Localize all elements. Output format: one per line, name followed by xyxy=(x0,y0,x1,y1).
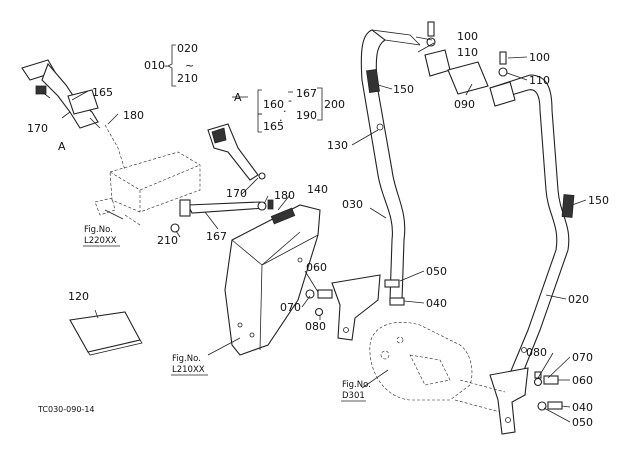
callout-050-left: 050 xyxy=(426,265,447,278)
leader-lines xyxy=(41,36,587,423)
callout-100-left: 100 xyxy=(457,30,478,43)
washer-110-right xyxy=(498,67,508,77)
svg-text:Fig.No.: Fig.No. xyxy=(172,354,201,364)
callout-160: 160 xyxy=(263,98,284,111)
callout-010: 010 xyxy=(144,59,165,72)
callout-180-buckle: 180 xyxy=(274,189,295,202)
svg-text:-: - xyxy=(164,59,168,72)
bolt-100-right xyxy=(499,51,507,65)
strap-167 xyxy=(187,201,267,214)
callout-labels: 010 - 020 210 ~ A 160 165 167 190 200 · … xyxy=(27,30,609,429)
fig-ref-code: D301 xyxy=(342,391,365,401)
callout-090: 090 xyxy=(454,98,475,111)
callout-080-left: 080 xyxy=(305,320,326,333)
callout-030: 030 xyxy=(342,198,363,211)
callout-190: 190 xyxy=(296,109,317,122)
callout-165-group: 165 xyxy=(263,120,284,133)
bolt-060-right xyxy=(543,375,559,385)
callout-167: 167 xyxy=(206,230,227,243)
callout-130: 130 xyxy=(327,139,348,152)
callout-200: 200 xyxy=(324,98,345,111)
callout-210: 210 xyxy=(157,234,178,247)
operators-manual xyxy=(69,311,143,356)
group-brackets xyxy=(167,44,323,133)
callout-070-right: 070 xyxy=(572,351,593,364)
callout-140: 140 xyxy=(307,183,328,196)
bolt-060-left xyxy=(317,289,333,299)
fig-ref-L220XX: Fig.No. L220XX xyxy=(83,225,120,247)
svg-text:Fig.No.: Fig.No. xyxy=(342,380,371,390)
svg-text:·: · xyxy=(283,105,287,118)
fig-ref-D301: Fig.No. D301 xyxy=(341,380,371,402)
callout-110-right: 110 xyxy=(529,74,550,87)
seat-belt-buckle xyxy=(170,123,274,233)
washer-080-left xyxy=(314,307,324,317)
callout-020: 020 xyxy=(177,42,198,55)
callout-210: 210 xyxy=(177,72,198,85)
callout-020-frame: 020 xyxy=(568,293,589,306)
bolt-040-left xyxy=(389,297,405,306)
transmission-housing xyxy=(369,322,506,413)
callout-180-top: 180 xyxy=(123,109,144,122)
svg-text:·: · xyxy=(279,114,283,127)
callout-tilde: ~ xyxy=(185,59,194,72)
seat-belt-retractor xyxy=(21,59,101,129)
right-mount-bracket xyxy=(489,367,563,435)
rops-left-post xyxy=(360,29,421,301)
fender-housing xyxy=(224,204,321,356)
washer-080-right xyxy=(533,377,543,387)
callout-040-right: 040 xyxy=(572,401,593,414)
decal-140 xyxy=(270,207,296,225)
callout-100-right: 100 xyxy=(529,51,550,64)
fig-ref-code: L220XX xyxy=(84,236,117,246)
callout-167-group: 167 xyxy=(296,87,317,100)
callout-070-left: 070 xyxy=(280,301,301,314)
callout-060-right: 060 xyxy=(572,374,593,387)
callout-A-retractor: A xyxy=(58,140,66,153)
callout-040-left: 040 xyxy=(426,297,447,310)
callout-050-right: 050 xyxy=(572,416,593,429)
callout-110-left: 110 xyxy=(457,46,478,59)
reflector-decal-left xyxy=(366,68,380,94)
drawing-code: TC030-090-14 xyxy=(37,405,95,414)
callout-080-right: 080 xyxy=(526,346,547,359)
callout-170-top: 170 xyxy=(27,122,48,135)
bolt-100-left xyxy=(427,21,435,37)
callout-060-left: 060 xyxy=(306,261,327,274)
callout-A-buckle: A xyxy=(234,91,242,104)
seat-bracket-frame xyxy=(94,124,201,226)
callout-150-left: 150 xyxy=(393,83,414,96)
callout-150-right: 150 xyxy=(588,194,609,207)
rops-right-post xyxy=(489,74,575,381)
callout-120: 120 xyxy=(68,290,89,303)
svg-text:Fig.No.: Fig.No. xyxy=(84,225,113,235)
bolt-050-left xyxy=(384,279,400,288)
bolt-040-right xyxy=(547,401,563,410)
fig-ref-code: L210XX xyxy=(172,365,205,375)
left-mount-bracket xyxy=(305,274,405,341)
callout-170-buckle: 170 xyxy=(226,187,247,200)
fig-ref-L210XX: Fig.No. L210XX xyxy=(171,354,208,376)
callout-165: 165 xyxy=(92,86,113,99)
reflector-decal-right xyxy=(561,194,575,218)
svg-text:-: - xyxy=(288,94,292,107)
rops-top-connector xyxy=(424,21,516,107)
